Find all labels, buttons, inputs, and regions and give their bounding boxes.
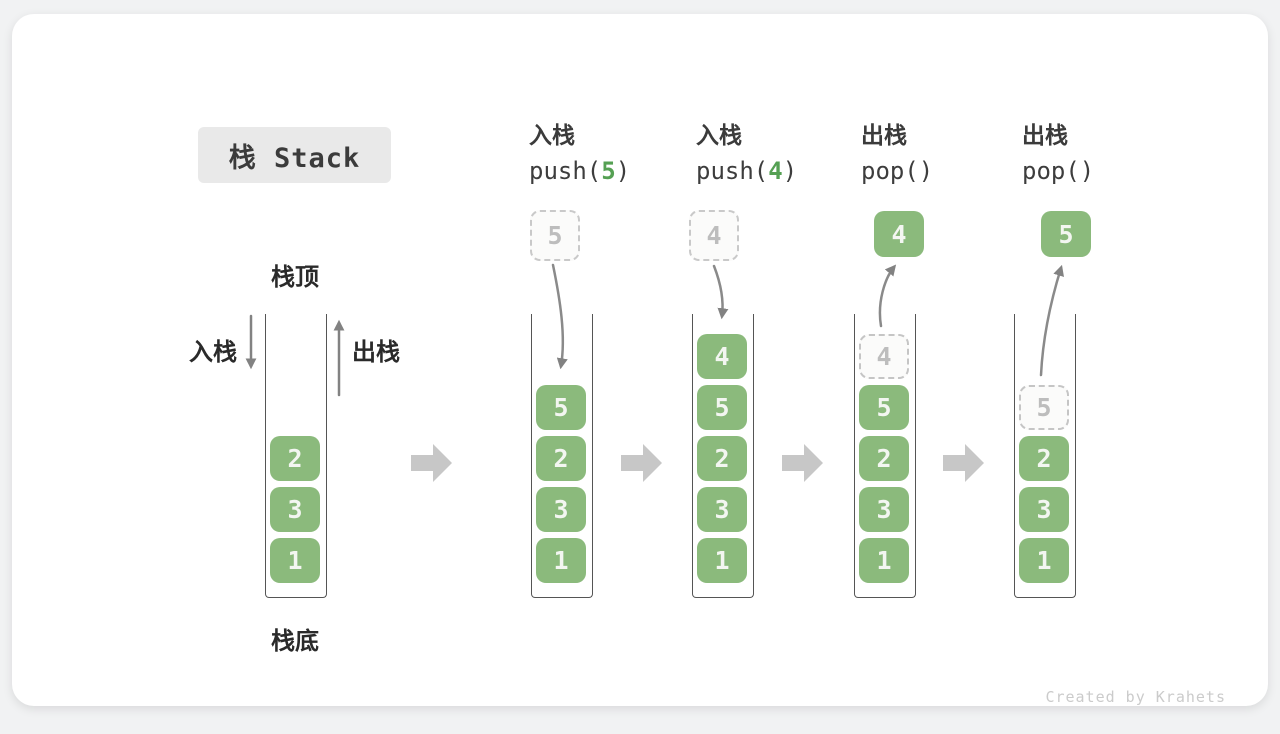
floating-push-value-5: 5 (530, 210, 580, 261)
header-pop-1: 出栈 pop() (861, 116, 1041, 185)
stack-element: 1 (697, 538, 747, 583)
header-pop-1-code: pop() (861, 157, 934, 185)
push-4-arg: 4 (768, 157, 783, 185)
title-label: 栈 Stack (228, 142, 361, 174)
header-push-5-code: push(5) (529, 157, 631, 185)
watermark: Created by Krahets (1045, 688, 1226, 706)
stack-element: 2 (270, 436, 320, 481)
floating-popped-value-4: 4 (874, 211, 924, 257)
pop-side-label: 出栈 (352, 339, 400, 366)
stack-element: 5 (859, 385, 909, 430)
header-pop-2: 出栈 pop() (1022, 116, 1202, 185)
step-arrow-3 (782, 444, 823, 482)
stack-element: 3 (536, 487, 586, 532)
stack-element: 1 (1019, 538, 1069, 583)
push-side-label: 入栈 (189, 339, 237, 366)
stack-element: 2 (859, 436, 909, 481)
stack-element: 4 (697, 334, 747, 379)
diagram-card: 栈 Stack 入栈 push(5) 入栈 push(4) 出栈 pop() 出… (12, 14, 1268, 706)
header-pop-2-code: pop() (1022, 157, 1095, 185)
stack-element: 1 (536, 538, 586, 583)
floating-popped-value-5: 5 (1041, 211, 1091, 257)
header-push-5-cn: 入栈 (529, 122, 575, 148)
stack-element: 3 (697, 487, 747, 532)
stack-top-label: 栈顶 (271, 264, 319, 291)
stack-element-ghost: 5 (1019, 385, 1069, 430)
stack-element: 1 (270, 538, 320, 583)
stack-element: 1 (859, 538, 909, 583)
stack-element: 2 (697, 436, 747, 481)
step-arrow-4 (943, 444, 984, 482)
header-push-5: 入栈 push(5) (529, 116, 709, 185)
stack-element: 5 (697, 385, 747, 430)
floating-push-value-4: 4 (689, 210, 739, 261)
header-push-4-cn: 入栈 (696, 122, 742, 148)
header-pop-2-cn: 出栈 (1022, 122, 1068, 148)
stack-element: 3 (270, 487, 320, 532)
step-arrow-2 (621, 444, 662, 482)
stack-element: 3 (1019, 487, 1069, 532)
stack-element: 2 (536, 436, 586, 481)
header-push-4: 入栈 push(4) (696, 116, 876, 185)
stack-element: 5 (536, 385, 586, 430)
push-4-arrow (712, 264, 729, 320)
stack-bottom-label: 栈底 (271, 628, 319, 655)
push-5-arg: 5 (601, 157, 616, 185)
header-pop-1-cn: 出栈 (861, 122, 907, 148)
header-push-4-code: push(4) (696, 157, 798, 185)
stack-element-ghost: 4 (859, 334, 909, 379)
stack-element: 2 (1019, 436, 1069, 481)
stack-element: 3 (859, 487, 909, 532)
step-arrow-1 (411, 444, 452, 482)
title-badge: 栈 Stack (198, 127, 391, 183)
